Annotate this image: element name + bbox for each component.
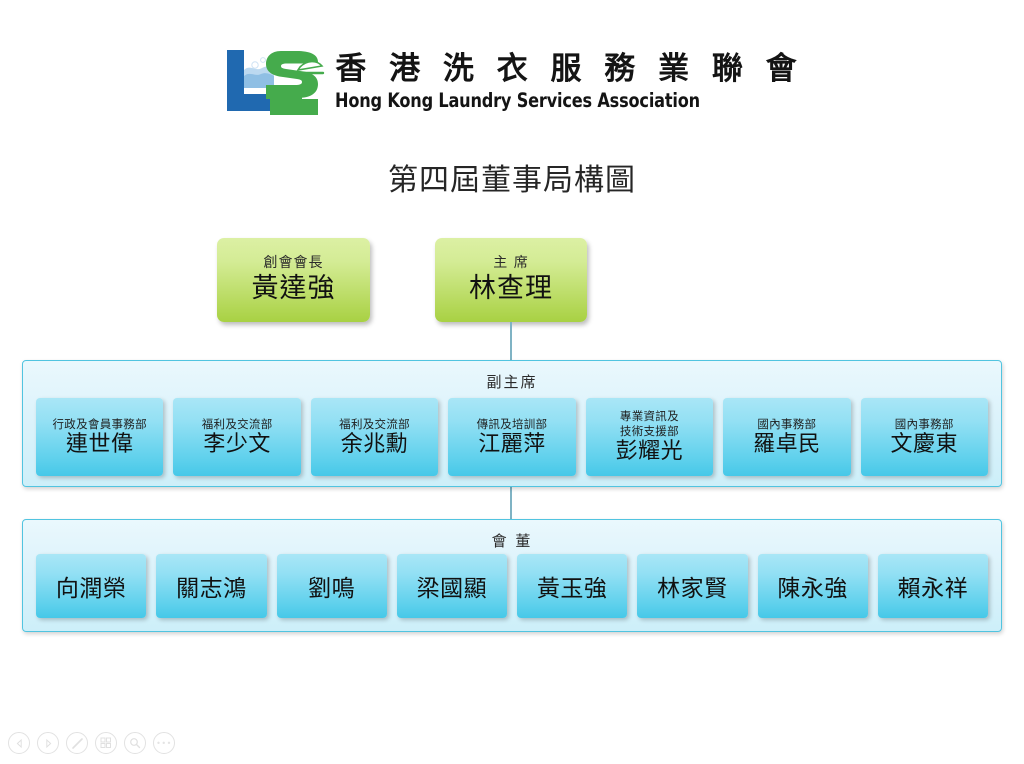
vice-chair-department: 福利及交流部 bbox=[339, 416, 410, 431]
pen-tool-button[interactable] bbox=[66, 732, 88, 754]
vice-chair-department: 傳訊及培訓部 bbox=[476, 416, 548, 431]
presenter-toolbar: ••• bbox=[8, 732, 175, 754]
vice-chair-name: 江麗萍 bbox=[478, 432, 546, 458]
org-name-block: 香 港 洗 衣 服 務 業 聯 會 Hong Kong Laundry Serv… bbox=[335, 50, 803, 112]
previous-slide-icon bbox=[16, 738, 22, 748]
more-options-icon: ••• bbox=[156, 738, 172, 748]
board-director-name: 陳永強 bbox=[777, 576, 848, 602]
org-name-english: Hong Kong Laundry Services Association bbox=[335, 88, 701, 112]
vice-chair-item[interactable]: 福利及交流部 余兆勳 bbox=[310, 398, 439, 476]
vice-chair-department: 行政及會員事務部 bbox=[52, 416, 147, 431]
zoom-icon bbox=[130, 738, 141, 749]
founder-name: 黃達強 bbox=[251, 272, 336, 304]
next-slide-icon bbox=[45, 738, 51, 748]
zoom-button[interactable] bbox=[124, 732, 146, 754]
vice-chair-name: 余兆勳 bbox=[340, 432, 409, 458]
board-director-name: 向潤榮 bbox=[55, 576, 127, 602]
vice-chair-department: 國內事務部 bbox=[894, 416, 954, 431]
next-slide-button[interactable] bbox=[37, 732, 59, 754]
board-directors-panel: 會 董 向潤榮 關志鴻 劉鳴 梁國顯 黃玉強 林家賢 陳永強 bbox=[22, 519, 1002, 632]
board-director-item[interactable]: 陳永強 bbox=[757, 554, 868, 618]
chairman-box[interactable]: 主 席 林查理 bbox=[435, 238, 587, 322]
vice-chair-name: 彭耀光 bbox=[615, 439, 684, 465]
connector-chairman-to-vice bbox=[510, 322, 512, 360]
vice-chair-item[interactable]: 國內事務部 文慶東 bbox=[860, 398, 988, 476]
vice-chair-name: 羅卓民 bbox=[753, 432, 821, 458]
all-slides-button[interactable] bbox=[95, 732, 117, 754]
vice-chair-item[interactable]: 傳訊及培訓部 江麗萍 bbox=[448, 398, 576, 476]
vice-chair-panel: 副主席 行政及會員事務部 連世偉 福利及交流部 李少文 福利及交流部 余兆勳 傳… bbox=[22, 360, 1002, 487]
board-director-item[interactable]: 關志鴻 bbox=[156, 554, 267, 618]
board-director-item[interactable]: 黃玉強 bbox=[517, 554, 628, 618]
board-director-name: 林家賢 bbox=[657, 576, 728, 602]
board-director-item[interactable]: 林家賢 bbox=[637, 554, 748, 618]
vice-chair-item[interactable]: 國內事務部 羅卓民 bbox=[723, 398, 851, 476]
vice-chair-name: 李少文 bbox=[203, 432, 271, 458]
board-directors-list: 向潤榮 關志鴻 劉鳴 梁國顯 黃玉強 林家賢 陳永強 賴永祥 bbox=[31, 554, 993, 618]
vice-chair-department: 國內事務部 bbox=[757, 416, 817, 431]
org-name-chinese: 香 港 洗 衣 服 務 業 聯 會 bbox=[335, 50, 803, 87]
board-director-item[interactable]: 劉鳴 bbox=[276, 554, 387, 618]
founder-chairman-box[interactable]: 創會會長 黃達強 bbox=[217, 238, 370, 322]
page-title: 第四屆董事局構圖 bbox=[388, 163, 636, 198]
vice-chair-name: 連世偉 bbox=[65, 432, 134, 458]
board-director-name: 梁國顯 bbox=[416, 576, 488, 602]
board-director-name: 黃玉強 bbox=[536, 576, 608, 602]
vice-chair-item[interactable]: 行政及會員事務部 連世偉 bbox=[36, 398, 164, 476]
board-panel-title: 會 董 bbox=[491, 532, 533, 550]
vice-chair-name: 文慶東 bbox=[890, 432, 958, 458]
board-director-item[interactable]: 賴永祥 bbox=[877, 554, 988, 618]
founder-role-label: 創會會長 bbox=[263, 255, 324, 272]
board-director-name: 關志鴻 bbox=[176, 576, 247, 602]
vice-chair-department: 福利及交流部 bbox=[201, 416, 273, 431]
chairman-name: 林查理 bbox=[469, 272, 553, 304]
org-header: 香 港 洗 衣 服 務 業 聯 會 Hong Kong Laundry Serv… bbox=[0, 46, 1024, 118]
vice-chair-item[interactable]: 專業資訊及技術支援部 彭耀光 bbox=[585, 398, 714, 476]
lrs-laundry-logo-icon bbox=[227, 50, 325, 115]
vice-chair-list: 行政及會員事務部 連世偉 福利及交流部 李少文 福利及交流部 余兆勳 傳訊及培訓… bbox=[31, 398, 993, 476]
connector-vice-to-board bbox=[510, 487, 512, 519]
vice-chair-department: 專業資訊及技術支援部 bbox=[619, 409, 679, 438]
board-director-name: 賴永祥 bbox=[897, 576, 969, 602]
previous-slide-button[interactable] bbox=[8, 732, 30, 754]
board-director-name: 劉鳴 bbox=[308, 576, 356, 602]
top-level-row: 創會會長 黃達強 主 席 林查理 bbox=[0, 238, 1024, 326]
chairman-role-label: 主 席 bbox=[493, 255, 529, 272]
board-director-item[interactable]: 梁國顯 bbox=[396, 554, 507, 618]
pen-icon bbox=[71, 737, 83, 749]
board-director-item[interactable]: 向潤榮 bbox=[36, 554, 147, 618]
slide-grid-icon bbox=[100, 737, 111, 748]
vice-chair-item[interactable]: 福利及交流部 李少文 bbox=[173, 398, 301, 476]
more-options-button[interactable]: ••• bbox=[153, 732, 175, 754]
vice-chair-panel-title: 副主席 bbox=[486, 373, 538, 391]
